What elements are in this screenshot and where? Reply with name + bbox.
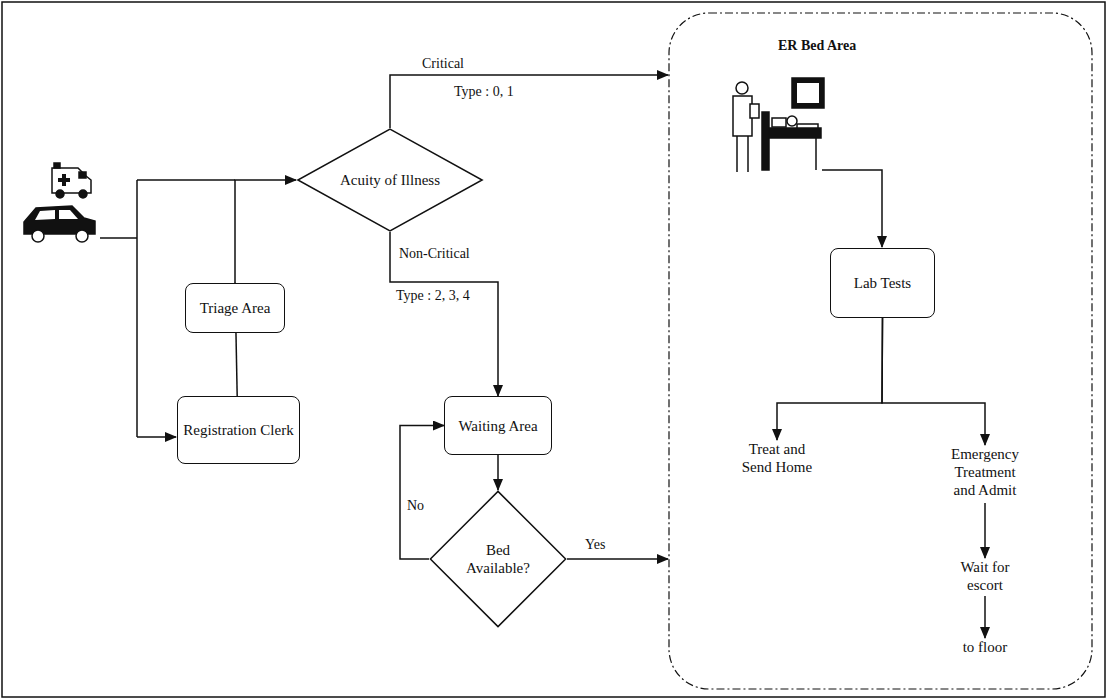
flow-arrow bbox=[777, 318, 883, 440]
bed-to-lab-line bbox=[822, 170, 882, 247]
node-text: Waiting Area bbox=[458, 417, 537, 435]
flow-arrow bbox=[390, 232, 498, 396]
area-region: ER Bed AreaLab TestsTreat and Send Home E… bbox=[668, 12, 1093, 690]
step-text: Wait for escort bbox=[954, 558, 1016, 596]
flow-arrow bbox=[984, 503, 986, 558]
area-heading: ER Bed Area bbox=[778, 38, 856, 54]
flow-arrow bbox=[390, 75, 668, 128]
edge-label: Yes bbox=[583, 537, 607, 554]
flow-arrow bbox=[984, 596, 986, 638]
diamond-outline bbox=[429, 490, 567, 628]
flow-arrow bbox=[400, 426, 444, 560]
type-note: Type : 2, 3, 4 bbox=[394, 288, 472, 305]
node-text: to floor bbox=[940, 638, 1030, 656]
step-text: to floor bbox=[940, 638, 1030, 658]
outcome-text: Emergency Treatment and Admit bbox=[947, 445, 1023, 503]
flow-arrow bbox=[497, 455, 499, 490]
process-box: Registration Clerk bbox=[177, 396, 300, 464]
edge-label: No bbox=[405, 498, 426, 515]
decision-diamond: Acuity of Illness bbox=[296, 128, 484, 232]
node-text: Acuity of Illness bbox=[338, 171, 443, 189]
node-text: Bed Available? bbox=[460, 541, 537, 577]
flow-arrow bbox=[567, 558, 668, 560]
type-note: Type : 0, 1 bbox=[452, 84, 516, 101]
edge-label: Non-Critical bbox=[397, 246, 472, 263]
region-outline bbox=[668, 12, 1093, 690]
ambulance-icon bbox=[52, 163, 91, 198]
process-box: Triage Area bbox=[185, 283, 285, 333]
flow-arrow bbox=[882, 318, 985, 445]
decision-diamond: Bed Available? bbox=[429, 490, 567, 628]
outcome-text: Treat and Send Home bbox=[735, 440, 819, 480]
edge-label: Critical bbox=[420, 56, 466, 73]
node-text: Registration Clerk bbox=[183, 421, 293, 439]
node-text: Emergency Treatment and Admit bbox=[947, 445, 1023, 499]
node-text: Triage Area bbox=[200, 299, 271, 317]
process-box: Lab Tests bbox=[830, 248, 935, 318]
node-text: Lab Tests bbox=[854, 274, 911, 292]
process-box: Waiting Area bbox=[444, 396, 552, 455]
flow-arrow bbox=[235, 180, 296, 283]
car-icon bbox=[24, 206, 95, 242]
er-bed-icon bbox=[733, 78, 824, 172]
node-text: Wait for escort bbox=[954, 558, 1016, 594]
node-text: Treat and Send Home bbox=[735, 440, 819, 476]
